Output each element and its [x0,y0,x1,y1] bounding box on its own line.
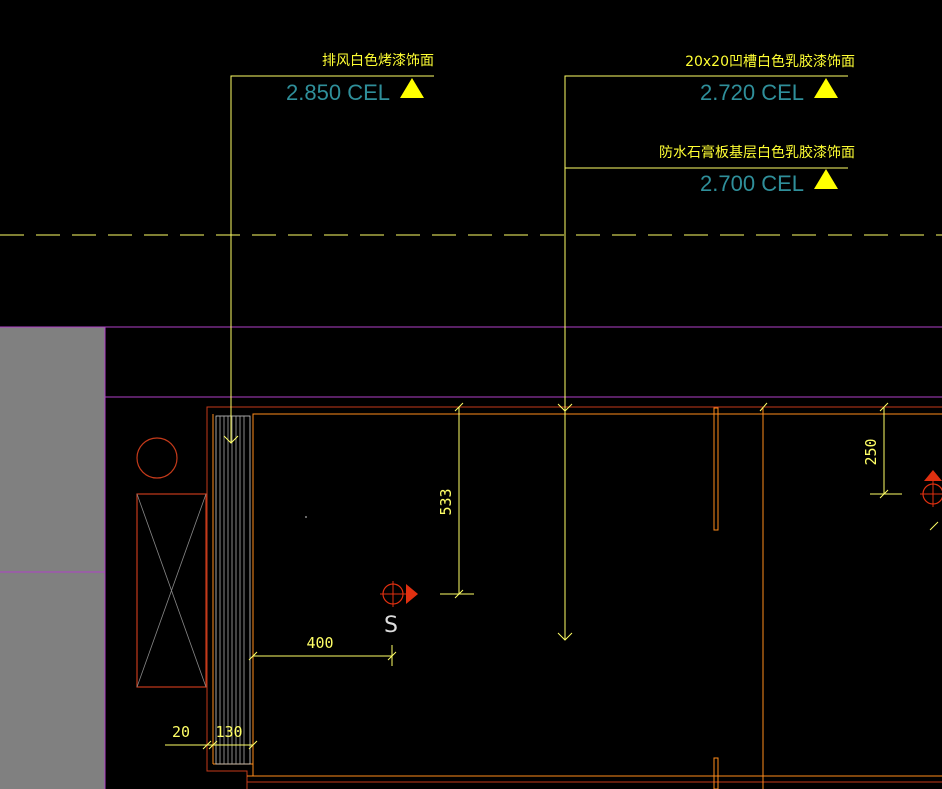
leader-lines [223,75,848,641]
dimension-label-130: 130 [215,723,242,741]
dimension-label-400: 400 [306,634,333,652]
crosshair-marker-icon [380,581,418,607]
dimension-label-250: 250 [862,438,880,465]
dimension-250 [759,402,902,499]
elevation-triangle-icon [814,169,838,189]
wall-outline [206,406,942,789]
note-gypsum-finish: 防水石膏板基层白色乳胶漆饰面 [659,144,855,161]
dimension-400 [248,645,397,666]
dimension-label-533: 533 [437,488,455,515]
round-fixture-icon [136,437,178,479]
dimension-label-20: 20 [172,723,190,741]
grey-area [0,327,105,789]
crosshair-marker-right-icon [920,470,942,531]
stray-point [305,516,307,518]
elevation-triangle-icon [814,78,838,98]
elevation-triangle-icon [400,78,424,98]
section-label: S [384,613,398,638]
elevation-2720: 2.720 CEL [700,80,804,105]
note-exhaust-finish: 排风白色烤漆饰面 [322,52,434,69]
dimension-20-130 [165,740,258,750]
cabinet-fixture [136,493,207,688]
elevation-2850: 2.850 CEL [286,80,390,105]
hatched-panel [215,415,251,765]
elevation-2700: 2.700 CEL [700,171,804,196]
dimension-533 [440,402,474,599]
note-groove-finish: 20x20凹槽白色乳胶漆饰面 [685,53,855,70]
